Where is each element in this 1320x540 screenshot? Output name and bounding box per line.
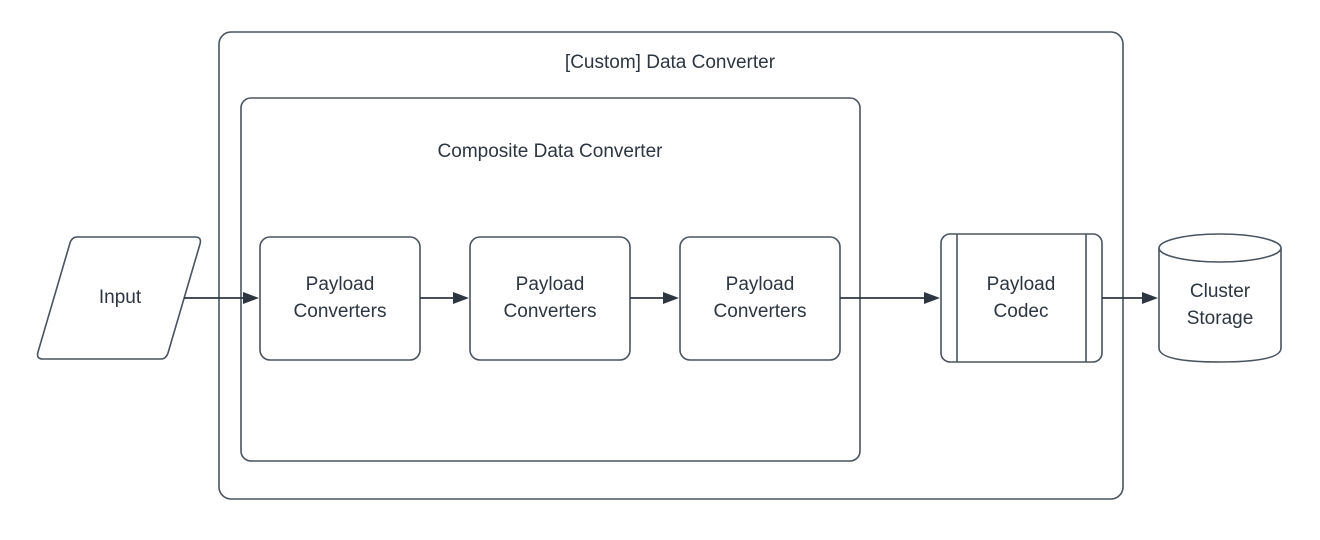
container-composite-data-converter[interactable] [240, 97, 861, 462]
node-payload-converters-3-label-line1: Payload [726, 274, 795, 295]
edge-payload-converters-2-to-3 [630, 292, 679, 304]
node-input-label: Input [99, 287, 142, 308]
edge-payload-converters-3-to-payload-codec [840, 292, 940, 304]
node-payload-converters-1-label-line1: Payload [306, 274, 375, 295]
edge-payload-converters-1-to-2 [420, 292, 469, 304]
node-payload-codec-label-line2: Codec [994, 301, 1049, 322]
node-payload-converters-1-label-line2: Converters [294, 301, 387, 322]
node-payload-codec[interactable] [940, 233, 1103, 363]
container-composite-data-converter-title: Composite Data Converter [438, 141, 664, 162]
node-cluster-storage-label-line2: Storage [1187, 308, 1254, 329]
container-custom-data-converter-title: [Custom] Data Converter [565, 52, 776, 73]
node-payload-converters-2-label-line2: Converters [504, 301, 597, 322]
node-payload-codec-label-line1: Payload [987, 274, 1056, 295]
node-payload-converters-3[interactable] [679, 236, 841, 361]
node-payload-converters-3-label-line2: Converters [714, 301, 807, 322]
container-custom-data-converter[interactable] [218, 31, 1124, 500]
node-input[interactable] [36, 236, 202, 360]
node-cluster-storage-top [1158, 233, 1282, 263]
node-cluster-storage-body[interactable] [1158, 247, 1282, 363]
node-payload-converters-2-label-line1: Payload [516, 274, 585, 295]
node-payload-converters-1[interactable] [259, 236, 421, 361]
node-cluster-storage-label-line1: Cluster [1190, 281, 1251, 302]
edge-payload-codec-to-cluster-storage [1102, 292, 1158, 304]
node-payload-converters-2[interactable] [469, 236, 631, 361]
edge-input-to-payload-converters-1 [184, 292, 259, 304]
